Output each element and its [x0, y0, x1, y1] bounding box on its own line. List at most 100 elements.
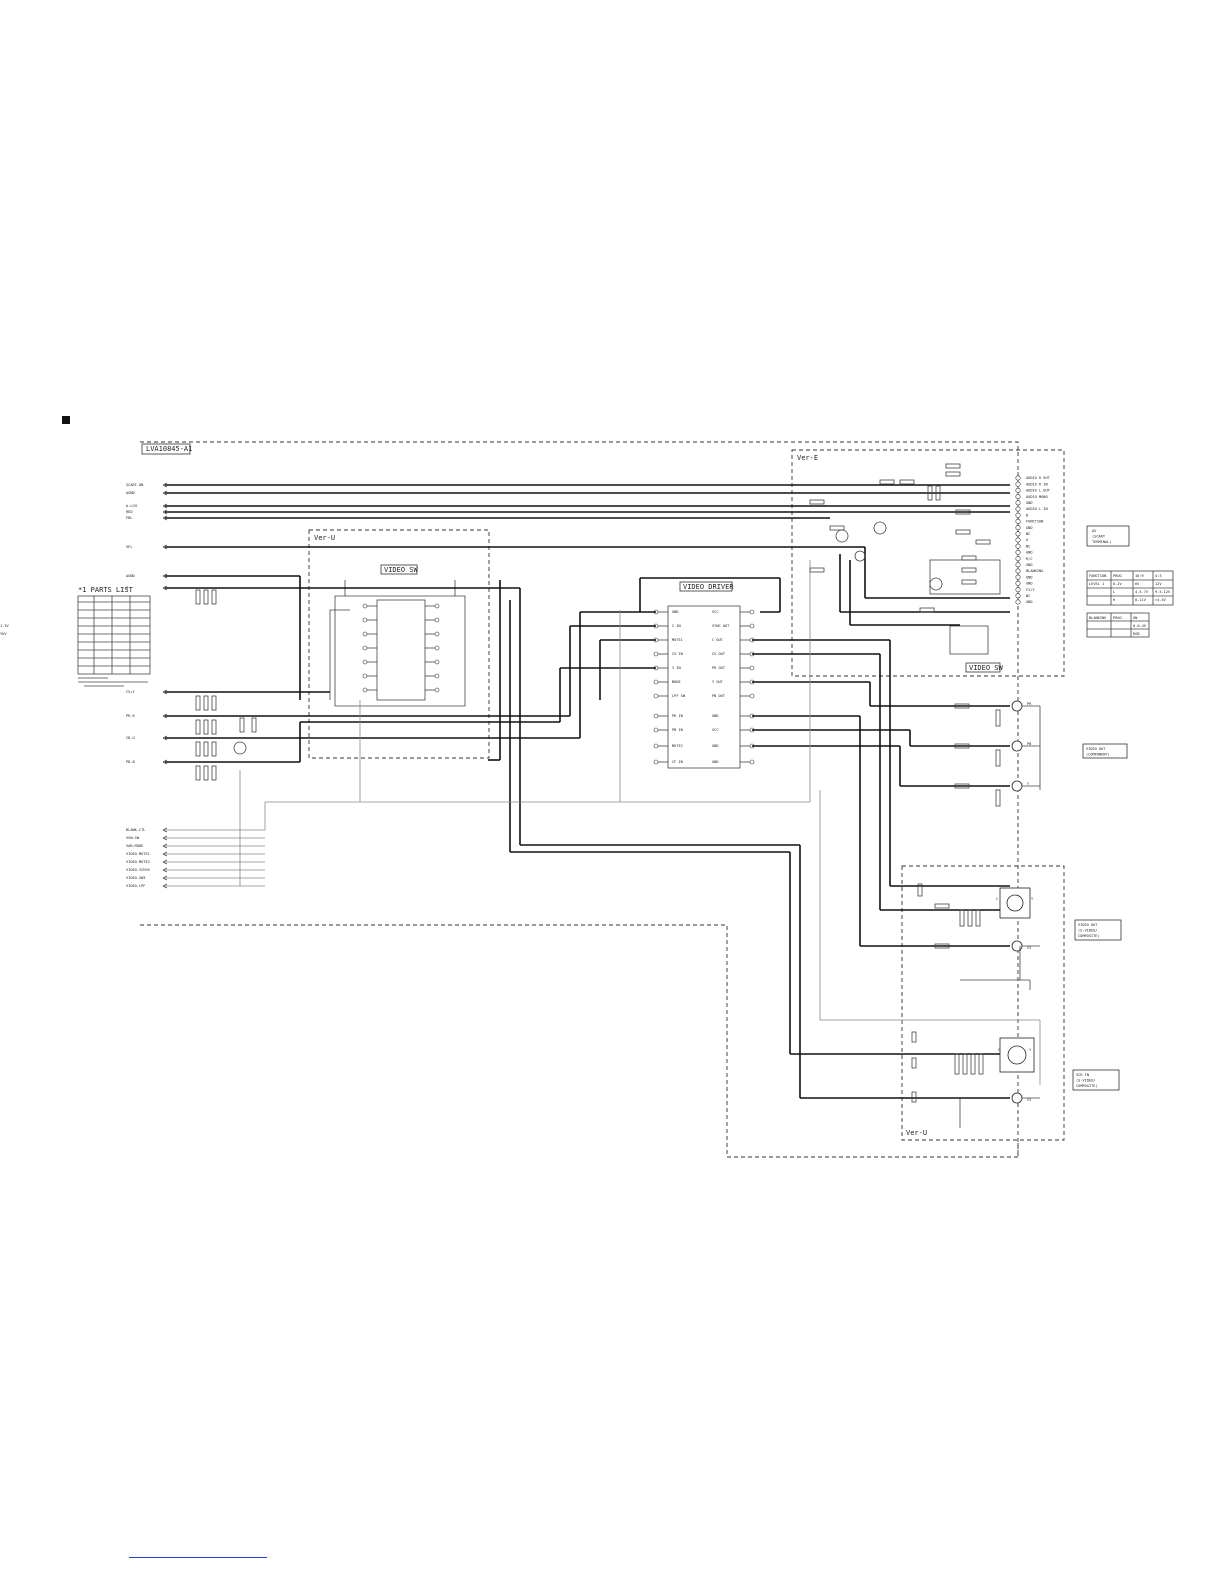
blanking-table-cell: YUV — [0, 632, 7, 636]
component-label-line: VIDEO OUT — [1086, 747, 1106, 751]
signal-arrow — [162, 827, 168, 833]
section-bullet — [62, 416, 70, 424]
video-driver-ic — [667, 605, 741, 769]
signal-lines — [165, 484, 1010, 1099]
signal-arrow — [162, 735, 168, 741]
signal-arrow — [162, 482, 168, 488]
function-table-cell: 12V — [1155, 582, 1162, 586]
signal-arrow — [162, 851, 168, 857]
svideo-out-label-line: (S-VIDEO/ — [1078, 929, 1097, 933]
svideo-out-label-line: VIDEO OUT — [1078, 923, 1098, 927]
scart-pin — [1015, 580, 1021, 586]
signal-arrow — [162, 515, 168, 521]
scart-pin-label: GND — [1026, 600, 1033, 604]
scart-pin-label: GND — [1026, 501, 1033, 505]
signal-arrow — [162, 585, 168, 591]
scart-pin — [1015, 562, 1021, 568]
svideo-in-jack — [999, 1037, 1035, 1073]
vcr-in-jacks — [911, 1031, 1040, 1128]
scart-pin — [1015, 599, 1021, 605]
signal-label: SAB-MODE — [126, 844, 143, 848]
driver-pin-left: MUTE1 — [672, 638, 683, 642]
function-table-cell: 6V — [1135, 582, 1140, 586]
scart-pin — [1015, 525, 1021, 531]
component-connector-label: VIDEO OUT (COMPONENT) — [1086, 747, 1110, 757]
video-driver-label: VIDEO DRIVER — [683, 583, 734, 591]
driver-pin-left: Y IN — [672, 666, 681, 670]
blanking-table-header: BLANKING — [1089, 616, 1106, 620]
cv-out-label: CV — [1027, 946, 1032, 950]
signal-arrow — [162, 544, 168, 550]
signal-arrow — [162, 883, 168, 889]
ver-e-label: Ver-E — [797, 454, 818, 462]
svideo-out-connector-label: VIDEO OUT(S-VIDEO/COMPOSITE) — [1078, 923, 1100, 938]
driver-pin-right: C OUT — [712, 638, 724, 642]
pr-jack — [1011, 700, 1023, 712]
function-table — [1086, 570, 1174, 606]
driver-pin-right: SYNC OUT — [712, 624, 730, 628]
video-driver-label-box — [679, 581, 733, 592]
input-termination-components — [195, 589, 257, 781]
scart-pin-label: B — [1026, 513, 1028, 517]
svideo-out-jacks — [917, 883, 1040, 990]
driver-pin-right: GND — [712, 744, 719, 748]
signal-arrow — [162, 759, 168, 765]
signal-label: RED — [126, 510, 133, 514]
driver-pin-left: PB IN — [672, 728, 683, 732]
function-table-cell: L — [1113, 590, 1115, 594]
blanking-table — [1086, 612, 1150, 638]
driver-pin-right: GND — [712, 760, 719, 764]
blanking-table-cell: 0-0.4V — [1133, 624, 1147, 628]
signal-arrow — [162, 713, 168, 719]
scart-pin-label: AUDIO R IN — [1026, 482, 1048, 486]
component-jacks — [954, 700, 1041, 807]
scart-pin-label: BLANKING — [1026, 569, 1043, 573]
pb-jack-label: PB — [1027, 742, 1031, 746]
signal-arrow — [162, 835, 168, 841]
scart-pin-label: AUDIO MONO — [1026, 495, 1048, 499]
video-sw-right-label: VIDEO SW — [969, 664, 1004, 672]
driver-pin-left: PR IN — [672, 714, 683, 718]
scart-pin-label: NC — [1026, 532, 1030, 536]
scart-pin-label: CV/Y — [1026, 588, 1035, 592]
driver-pin-right: PR OUT — [712, 666, 726, 670]
signal-label: AGND — [126, 491, 135, 495]
ver-u-top-region — [308, 529, 490, 759]
svideo-out-label-box — [1074, 919, 1122, 941]
blanking-table-cell: RGB — [1133, 632, 1140, 636]
signal-arrow — [162, 843, 168, 849]
driver-pin-right: GND — [712, 714, 719, 718]
scart-pin-label: AUDIO L IN — [1026, 507, 1048, 511]
scart-pin-label: NC — [1026, 544, 1030, 548]
function-table-cell: 9.5-12V — [1155, 590, 1171, 594]
function-table-cell: LEVEL 1 — [1089, 582, 1104, 586]
scart-pin-label: AUDIO R OUT — [1026, 476, 1051, 480]
vcr-in-label-line: COMPOSITE) — [1076, 1084, 1098, 1088]
scart-pin — [1015, 593, 1021, 599]
driver-pin-right: VCC — [712, 610, 719, 614]
signal-label: VIDEO-LPF — [126, 884, 145, 888]
scart-pin-label: GND — [1026, 582, 1033, 586]
av-label-line: (SCART — [1092, 535, 1106, 539]
blanking-table-cell: 1-3V — [0, 624, 9, 628]
driver-pin-right: Y OUT — [712, 680, 724, 684]
driver-pin-left: CV IN — [672, 652, 683, 656]
component-label-line: (COMPONENT) — [1086, 753, 1110, 757]
vcr-in-label-line: VCR IN — [1076, 1073, 1089, 1077]
function-table-cell: 0-2V — [1113, 582, 1122, 586]
signal-label: VIDEO-MUTE2 — [126, 860, 150, 864]
scart-pin — [1015, 512, 1021, 518]
scart-pin-label: NC — [1026, 594, 1030, 598]
ver-u-bottom-label: Ver-U — [906, 1129, 927, 1137]
scart-sw-ic — [929, 559, 1001, 595]
driver-pin-left: GND — [672, 610, 679, 614]
vcr-in-label-line: (S-VIDEO/ — [1076, 1079, 1095, 1083]
signal-label: A-LCH — [126, 504, 137, 508]
scart-pin-label: GND — [1026, 563, 1033, 567]
signal-label: PB-B — [126, 760, 135, 764]
scart-pin-label: GND — [1026, 551, 1033, 555]
driver-pin-left: MODE — [672, 680, 681, 684]
signal-label: FBL — [126, 516, 133, 520]
